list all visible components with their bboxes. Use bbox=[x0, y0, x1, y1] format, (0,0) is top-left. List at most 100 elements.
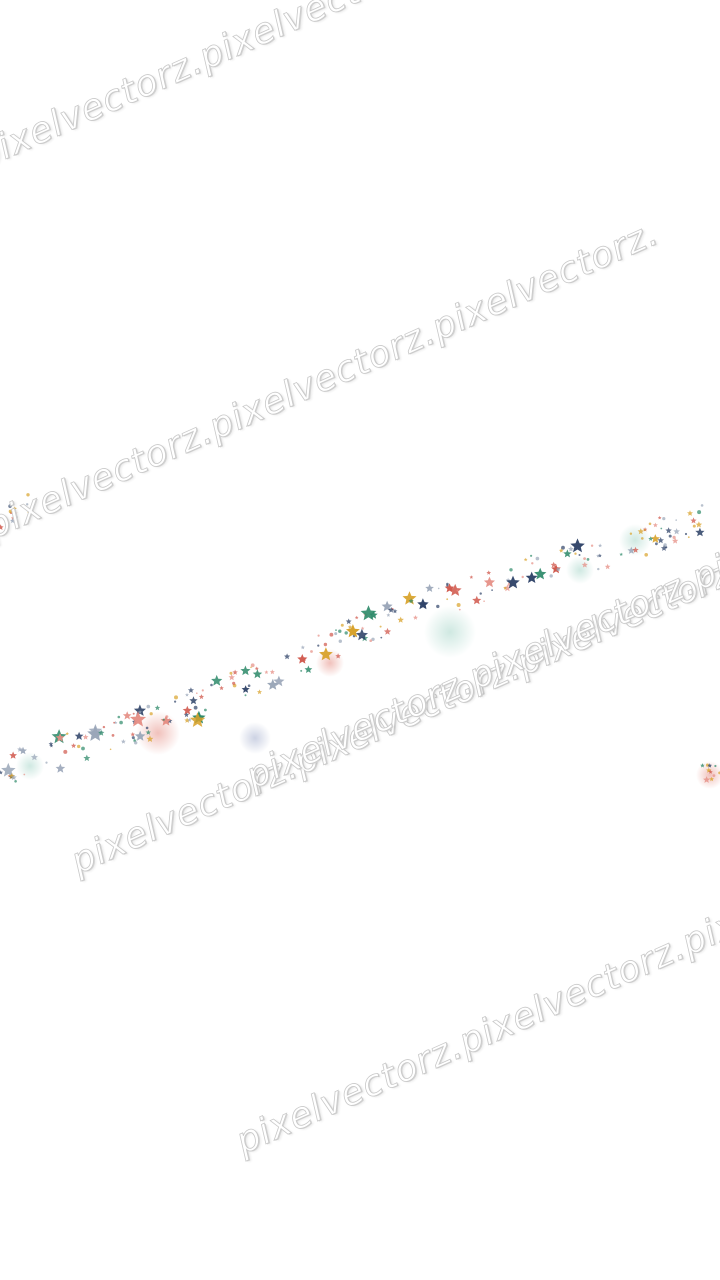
star-icon bbox=[347, 624, 353, 630]
star-icon bbox=[145, 729, 151, 735]
sparkle-dot bbox=[338, 639, 342, 643]
sparkle-dot bbox=[578, 554, 581, 556]
sparkle-dot bbox=[201, 689, 204, 692]
glow bbox=[566, 556, 594, 584]
sparkle-dot bbox=[300, 669, 303, 672]
sparkle-dot bbox=[317, 644, 320, 647]
sparkle-dot bbox=[675, 519, 677, 521]
star-icon bbox=[82, 734, 89, 740]
star-icon bbox=[211, 674, 223, 686]
star-icon bbox=[10, 518, 16, 523]
sparkle-dot bbox=[210, 683, 213, 687]
star-glows bbox=[16, 524, 720, 789]
star-icon bbox=[650, 534, 660, 543]
star-icon bbox=[130, 732, 136, 737]
sparkle-dot bbox=[556, 567, 560, 572]
sparkle-dot bbox=[446, 598, 449, 601]
star-icon bbox=[113, 720, 118, 725]
star-icon bbox=[708, 769, 713, 774]
star-icon bbox=[525, 571, 538, 583]
sparkle-dot bbox=[174, 700, 177, 703]
sparkle-dot bbox=[369, 639, 373, 642]
star-icon bbox=[627, 546, 636, 554]
sparkle-dot bbox=[521, 575, 524, 579]
star-icon bbox=[297, 654, 308, 664]
star-icon bbox=[267, 678, 279, 690]
star-icon bbox=[55, 763, 66, 773]
sparkle-dot bbox=[483, 600, 485, 602]
star-icon bbox=[563, 549, 572, 558]
star-icon bbox=[469, 575, 474, 579]
sparkle-dot bbox=[655, 542, 658, 546]
sparkle-dot bbox=[146, 704, 151, 709]
sparkle-dot bbox=[648, 522, 652, 526]
star-icon bbox=[9, 751, 17, 759]
star-icon bbox=[632, 546, 639, 553]
star-icon bbox=[228, 674, 235, 681]
sparkle-dot bbox=[26, 503, 29, 506]
sparkle-dot bbox=[530, 554, 533, 557]
star-icon bbox=[503, 584, 511, 592]
sparkle-dot bbox=[113, 721, 115, 724]
star-icon bbox=[448, 583, 462, 596]
star-icon bbox=[121, 739, 126, 744]
star-icon bbox=[369, 610, 378, 619]
star-icon bbox=[346, 624, 360, 638]
sparkle-dot bbox=[660, 527, 663, 530]
star-icon bbox=[354, 615, 359, 620]
sparkle-dot bbox=[561, 545, 565, 550]
sparkle-dot bbox=[250, 666, 252, 669]
sparkle-dot bbox=[662, 517, 666, 521]
star-icon bbox=[503, 586, 507, 590]
sparkle-dot bbox=[338, 629, 342, 633]
sparkle-dot bbox=[162, 718, 165, 721]
star-icon bbox=[19, 746, 27, 755]
sparkle-dot bbox=[23, 773, 26, 776]
star-icon bbox=[695, 521, 703, 528]
star-icon bbox=[505, 577, 511, 583]
star-icon bbox=[154, 705, 161, 711]
glow bbox=[424, 606, 476, 658]
star-icon bbox=[559, 548, 564, 553]
sparkle-dot bbox=[446, 584, 449, 587]
sparkle-dot bbox=[644, 553, 648, 557]
star-icon bbox=[83, 754, 91, 762]
sparkle-dot bbox=[196, 692, 198, 694]
star-icon bbox=[355, 628, 368, 641]
sparkle-dot bbox=[586, 558, 590, 561]
sparkle-dot bbox=[145, 726, 149, 730]
sparkle-dot bbox=[684, 532, 688, 536]
star-icon bbox=[619, 552, 623, 556]
sparkle-dot bbox=[379, 625, 382, 628]
sparkle-dot bbox=[310, 650, 313, 653]
glow bbox=[16, 752, 44, 780]
star-icon bbox=[413, 615, 418, 620]
star-icon bbox=[703, 776, 711, 783]
star-icon bbox=[381, 600, 393, 612]
star-icon bbox=[219, 685, 224, 691]
glow bbox=[696, 761, 720, 789]
sparkle-dot bbox=[535, 556, 540, 561]
star-icon bbox=[88, 724, 103, 737]
glow bbox=[239, 722, 271, 754]
sparkle-dot bbox=[583, 557, 586, 560]
sparkle-dot bbox=[456, 603, 461, 607]
star-icon bbox=[30, 753, 38, 761]
sparkle-dot bbox=[26, 493, 30, 497]
sparkle-dot bbox=[437, 587, 440, 590]
star-icon bbox=[335, 653, 341, 659]
star-icon bbox=[660, 545, 668, 551]
sparkle-dot bbox=[244, 694, 247, 697]
star-icon bbox=[672, 537, 679, 544]
star-icon bbox=[189, 712, 206, 727]
sparkle-dot bbox=[344, 631, 348, 635]
sparkle-dot bbox=[229, 671, 233, 675]
star-icon bbox=[690, 517, 697, 524]
star-icon bbox=[506, 575, 520, 589]
star-icon bbox=[550, 561, 557, 568]
sparkle-dot bbox=[77, 744, 81, 749]
star-icon bbox=[49, 744, 54, 748]
sparkle-dot bbox=[204, 708, 207, 712]
star-icon bbox=[187, 717, 192, 722]
star-icon bbox=[12, 511, 18, 516]
